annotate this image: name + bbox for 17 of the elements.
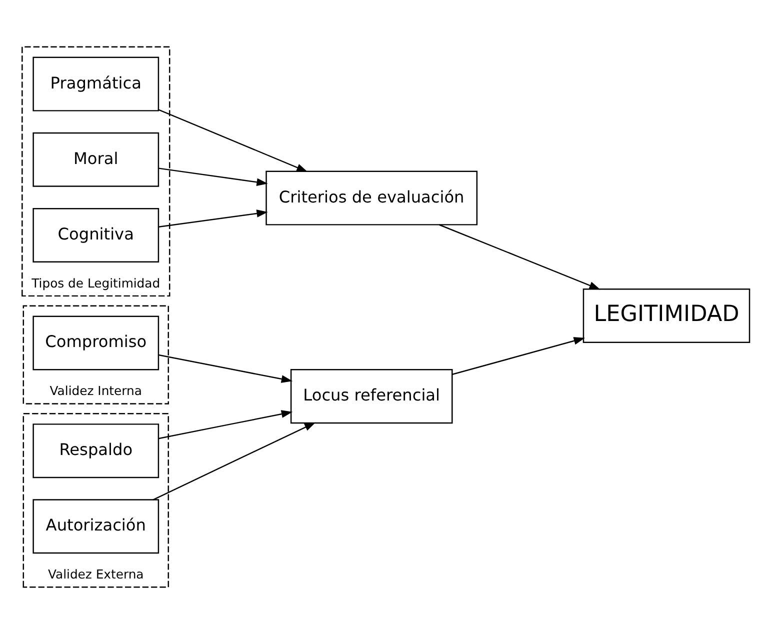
arrow bbox=[158, 109, 308, 172]
node-box: Respaldo bbox=[32, 424, 160, 478]
arrow bbox=[152, 422, 316, 500]
arrow bbox=[158, 410, 293, 440]
arrow bbox=[158, 354, 293, 383]
node-box: Moral bbox=[32, 132, 160, 187]
node-box: Cognitiva bbox=[32, 208, 160, 262]
node-box: Locus referencial bbox=[290, 369, 453, 424]
node-box: LEGITIMIDAD bbox=[582, 288, 750, 344]
node-box: Pragmática bbox=[32, 56, 160, 112]
arrow bbox=[158, 210, 268, 228]
node-box: Criterios de evaluación bbox=[266, 170, 478, 226]
arrow bbox=[158, 168, 268, 186]
arrow bbox=[452, 337, 586, 375]
node-box: Compromiso bbox=[32, 316, 160, 370]
arrow bbox=[438, 224, 600, 290]
node-box: Autorización bbox=[32, 499, 160, 554]
